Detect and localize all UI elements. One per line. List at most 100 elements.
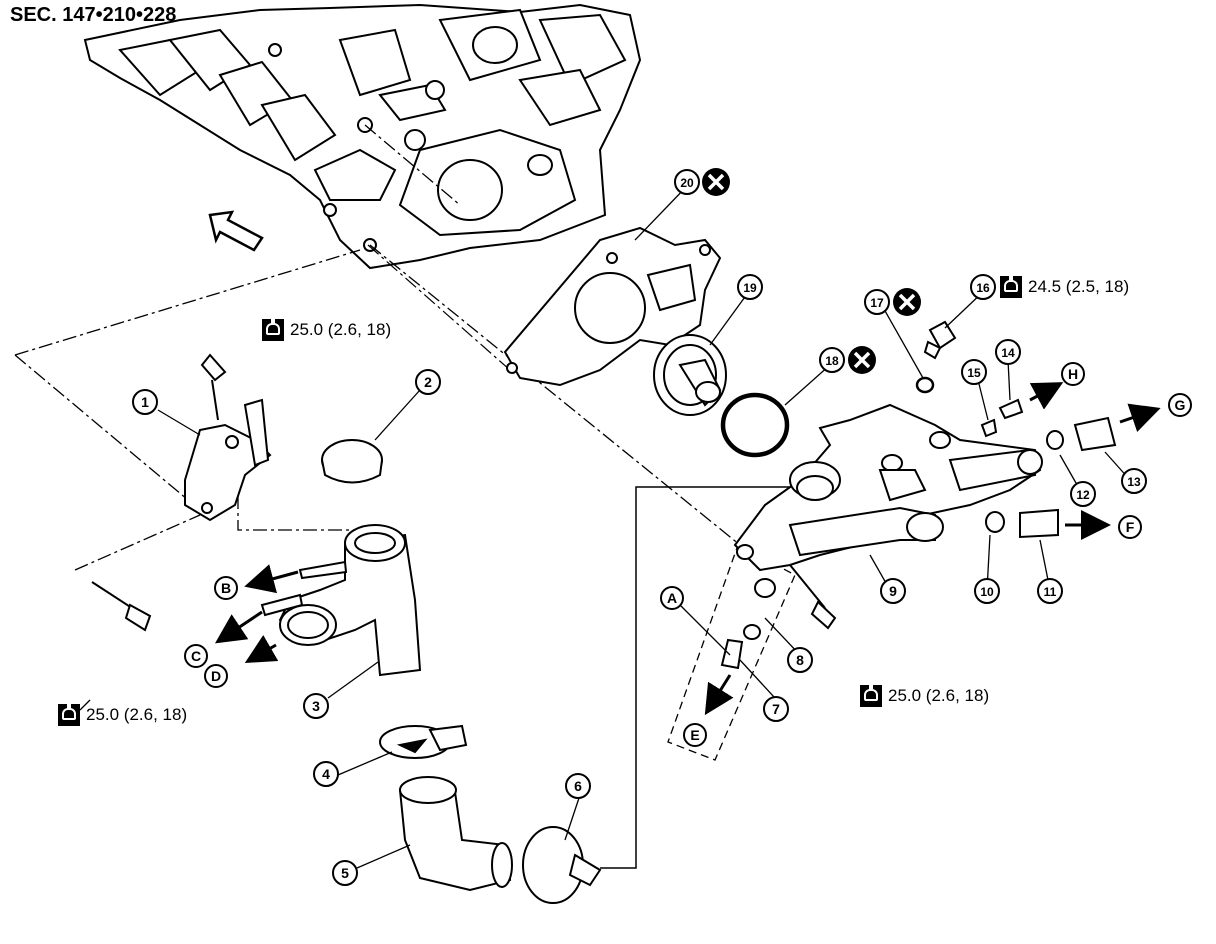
flow-B-circle xyxy=(214,576,238,600)
washer-17 xyxy=(915,376,935,394)
callout-10-circle xyxy=(974,578,1000,604)
flow-A-circle xyxy=(660,586,684,610)
flow-D-circle xyxy=(204,664,228,688)
flow-D: D xyxy=(211,668,221,684)
water-outlet-9 xyxy=(733,403,1043,572)
engine-block xyxy=(83,3,642,270)
small-hose-7 xyxy=(720,638,744,670)
callout-20: 20 xyxy=(680,176,694,190)
do-not-reuse-x-icon xyxy=(848,346,876,374)
callout-18: 18 xyxy=(825,354,839,368)
hose-clamp-6 xyxy=(522,826,602,904)
flow-G-circle xyxy=(1168,393,1192,417)
flow-H: H xyxy=(1068,366,1078,382)
flow-E: E xyxy=(690,727,699,743)
flow-G: G xyxy=(1175,397,1186,413)
callout-13: 13 xyxy=(1127,475,1141,489)
flow-letters: B C D A E F G H xyxy=(191,366,1186,743)
callout-7: 7 xyxy=(772,701,780,717)
bracket-1 xyxy=(184,353,272,522)
callout-15-circle xyxy=(961,359,987,385)
thermostat-19 xyxy=(653,334,727,416)
section-title: SEC. 147•210•228 xyxy=(10,4,177,26)
callout-5-circle xyxy=(332,860,358,886)
callout-14: 14 xyxy=(1001,346,1015,360)
seal-8 xyxy=(754,578,776,598)
flow-B: B xyxy=(221,580,231,596)
hose-14 xyxy=(998,398,1024,420)
callout-17: 17 xyxy=(870,296,884,310)
callout-8-circle xyxy=(787,647,813,673)
callout-4: 4 xyxy=(322,766,330,782)
torque-spec-sensor: 24.5 (2.5, 18) xyxy=(1000,276,1129,298)
callout-2: 2 xyxy=(424,374,432,390)
torque-value: 25.0 (2.6, 18) xyxy=(290,320,392,339)
flow-F: F xyxy=(1126,519,1135,535)
torque-wrench-icon xyxy=(58,704,80,726)
callout-1-circle xyxy=(132,389,158,415)
flow-A: A xyxy=(667,590,677,606)
callout-7-circle xyxy=(763,696,789,722)
bolt-bracket xyxy=(91,581,152,632)
torque-wrench-icon xyxy=(262,319,284,341)
callout-10: 10 xyxy=(980,585,994,599)
torque-spec-bracket-bolt: 25.0 (2.6, 18) xyxy=(262,319,391,341)
flow-arrows xyxy=(215,382,1161,716)
flow-letter-circles xyxy=(184,362,1192,747)
flow-F-circle xyxy=(1118,515,1142,539)
filler-cap-2 xyxy=(321,439,383,484)
callout-9: 9 xyxy=(889,583,897,599)
gasket-20 xyxy=(503,226,722,387)
callout-15: 15 xyxy=(967,366,981,380)
callout-numbers: 1 2 3 4 5 6 7 8 9 10 11 12 13 14 15 16 1… xyxy=(141,176,1141,881)
callout-12: 12 xyxy=(1076,488,1090,502)
callout-16: 16 xyxy=(976,281,990,295)
water-inlet-3 xyxy=(260,524,422,677)
callout-13-circle xyxy=(1121,468,1147,494)
callout-1: 1 xyxy=(141,394,149,410)
callout-5: 5 xyxy=(341,865,349,881)
torque-wrench-icon xyxy=(860,685,882,707)
torque-spec-inlet-bolt: 25.0 (2.6, 18) xyxy=(58,704,187,726)
callout-14-circle xyxy=(995,339,1021,365)
callout-circles xyxy=(132,169,1147,886)
flow-C: C xyxy=(191,648,201,664)
bolt-water-outlet xyxy=(789,564,837,630)
callout-16-circle xyxy=(970,274,996,300)
do-not-reuse-x-icon xyxy=(893,288,921,316)
clamp-10 xyxy=(985,511,1005,533)
front-arrow-icon xyxy=(208,210,264,252)
torque-wrench-icon xyxy=(1000,276,1022,298)
hose-5 xyxy=(398,776,513,892)
callout-4-circle xyxy=(313,761,339,787)
flow-C-circle xyxy=(184,644,208,668)
callout-20-circle xyxy=(674,169,700,195)
torque-value: 24.5 (2.5, 18) xyxy=(1028,277,1130,296)
flow-E-circle xyxy=(683,723,707,747)
callout-18-circle xyxy=(819,347,845,373)
callout-6: 6 xyxy=(574,778,582,794)
hose-clamp-4 xyxy=(379,724,468,759)
callout-11: 11 xyxy=(1044,585,1057,599)
hose-13 xyxy=(1073,416,1117,452)
torque-value: 25.0 (2.6, 18) xyxy=(888,686,990,705)
replace-part-icons xyxy=(702,168,921,374)
callout-9-circle xyxy=(880,578,906,604)
callout-3: 3 xyxy=(312,698,320,714)
clamp-15 xyxy=(980,418,998,438)
callout-8: 8 xyxy=(796,652,804,668)
clamp-12 xyxy=(1046,430,1064,450)
hose-11 xyxy=(1019,508,1059,539)
flow-H-circle xyxy=(1061,362,1085,386)
temperature-sensor-16 xyxy=(923,320,957,360)
leader-line-engine xyxy=(367,244,511,371)
callout-12-circle xyxy=(1070,481,1096,507)
callout-2-circle xyxy=(415,369,441,395)
torque-spec-outlet-bolt: 25.0 (2.6, 18) xyxy=(860,685,989,707)
o-ring-18 xyxy=(720,392,790,458)
callout-19-circle xyxy=(737,274,763,300)
callout-17-circle xyxy=(864,289,890,315)
callout-6-circle xyxy=(565,773,591,799)
do-not-reuse-x-icon xyxy=(702,168,730,196)
